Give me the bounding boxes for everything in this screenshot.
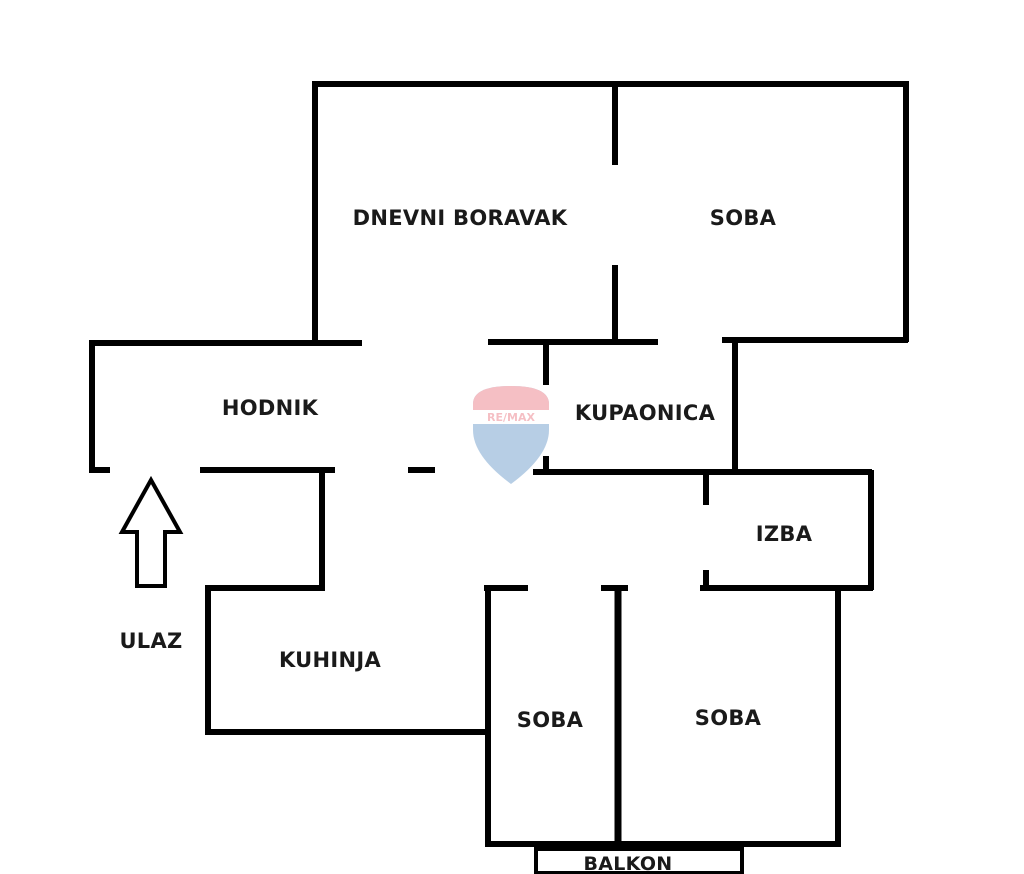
walls (89, 81, 909, 847)
room-label-izba: IZBA (756, 522, 813, 546)
room-label-kupaonica: KUPAONICA (575, 401, 716, 425)
room-label-soba-left: SOBA (517, 708, 584, 732)
remax-watermark: RE/MAX (473, 386, 549, 484)
entrance-arrow-icon (118, 475, 184, 588)
entrance-label: ULAZ (119, 629, 182, 653)
svg-text:RE/MAX: RE/MAX (487, 411, 535, 424)
room-label-kuhinja: KUHINJA (279, 648, 382, 672)
room-label-balkon: BALKON (583, 853, 672, 874)
room-label-hodnik: HODNIK (222, 396, 319, 420)
room-label-soba-right: SOBA (695, 706, 762, 730)
room-label-soba-top: SOBA (710, 206, 777, 230)
balkon-box (534, 847, 744, 874)
room-label-dnevni-boravak: DNEVNI BORAVAK (353, 206, 568, 230)
